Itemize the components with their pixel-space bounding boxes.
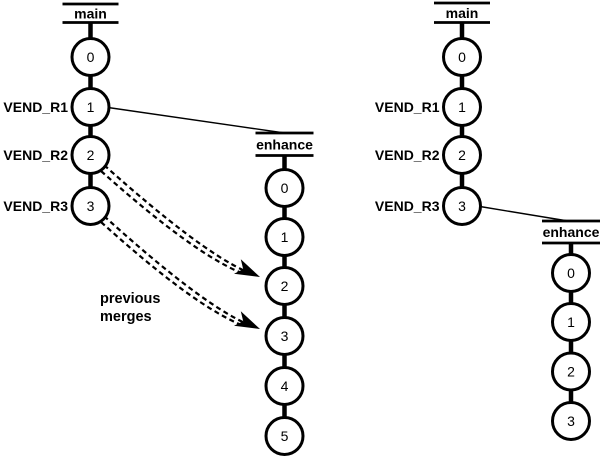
branch-main: main 0 1 VEND_R1 2 VEND_R2 3 VEND_R3 — [375, 1, 490, 226]
commit-node-main-1 — [70, 87, 111, 127]
vendor-tag-label: VEND_R2 — [375, 147, 440, 163]
branch-name-label: main — [74, 5, 107, 21]
merge-r2-to-enhance-2-arrowhead-icon — [234, 259, 260, 277]
commit-number: 2 — [281, 278, 289, 294]
commit-node-enhance-2 — [551, 351, 591, 392]
merge-r3-to-enhance-3-arrowhead-icon — [234, 311, 260, 329]
commit-number: 4 — [281, 378, 289, 394]
branch-name-label: enhance — [543, 224, 600, 240]
commit-number: 1 — [87, 99, 95, 115]
commit-node-enhance-3 — [551, 401, 591, 441]
branch-enhance: enhance 0 1 2 3 4 5 — [255, 131, 314, 456]
commit-node-main-3 — [70, 186, 111, 226]
commit-node-main-0 — [70, 37, 111, 77]
merge-r2-to-enhance-2-dashed-line — [103, 164, 246, 273]
merge-r2-to-enhance-2-dashed-line — [100, 170, 245, 276]
commit-number: 3 — [567, 413, 575, 429]
commit-node-enhance-4 — [264, 366, 305, 406]
commit-number: 0 — [458, 49, 466, 65]
branch-link-line — [107, 106, 285, 134]
commit-node-main-2 — [442, 135, 482, 175]
commit-number: 0 — [281, 180, 289, 196]
commit-node-main-0 — [442, 37, 482, 77]
branch-link-line — [479, 205, 569, 222]
commit-number: 0 — [87, 49, 95, 65]
commit-number: 5 — [281, 428, 289, 444]
commit-node-enhance-1 — [264, 217, 305, 257]
commit-number: 0 — [567, 265, 575, 281]
commit-number: 2 — [458, 147, 466, 163]
panel-left: main 0 1 VEND_R1 2 VEND_R2 3 VEND_R3 enhance 0 1 2 3… — [3, 2, 314, 456]
commit-number: 3 — [458, 198, 466, 214]
commit-node-enhance-2 — [264, 266, 305, 306]
commit-number: 3 — [87, 198, 95, 214]
vendor-tag-label: VEND_R3 — [375, 198, 440, 214]
commit-node-enhance-3 — [264, 316, 305, 356]
commit-number: 3 — [281, 328, 289, 344]
branch-main: main 0 1 VEND_R1 2 VEND_R2 3 VEND_R3 — [3, 2, 119, 226]
commit-node-enhance-5 — [264, 416, 305, 456]
commit-node-main-3 — [442, 186, 482, 226]
merge-r3-to-enhance-3-dashed-line — [103, 215, 246, 325]
commit-node-enhance-0 — [264, 168, 305, 208]
commit-node-enhance-1 — [551, 302, 591, 342]
commit-number: 1 — [458, 99, 466, 115]
branch-name-label: main — [446, 5, 479, 21]
commit-node-main-1 — [442, 87, 482, 127]
commit-node-enhance-0 — [551, 253, 591, 293]
commit-number: 1 — [281, 229, 289, 245]
commit-number: 2 — [87, 147, 95, 163]
commit-number: 1 — [567, 314, 575, 330]
vendor-tag-label: VEND_R1 — [375, 99, 440, 115]
branch-name-label: enhance — [256, 136, 313, 152]
commit-node-main-2 — [70, 135, 111, 175]
branch-enhance: enhance 0 1 2 3 — [542, 219, 600, 441]
vendor-tag-label: VEND_R3 — [3, 198, 68, 214]
vendor-tag-label: VEND_R1 — [3, 99, 68, 115]
merge-r3-to-enhance-3-dashed-line — [100, 221, 245, 328]
commit-number: 2 — [567, 364, 575, 380]
vendor-tag-label: VEND_R2 — [3, 147, 68, 163]
